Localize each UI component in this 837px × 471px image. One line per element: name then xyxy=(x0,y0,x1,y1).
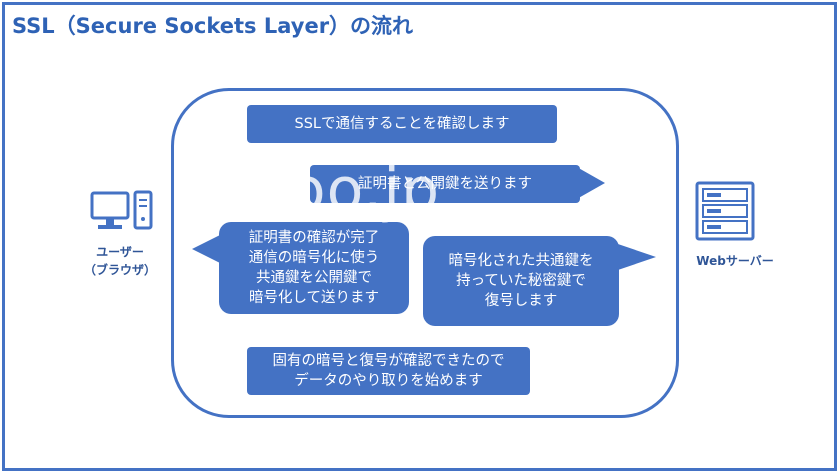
server-icon xyxy=(695,181,755,241)
step-4-pointer xyxy=(612,242,656,272)
server-label: Webサーバー xyxy=(696,254,774,268)
watermark: IT zoo.jp xyxy=(180,155,441,225)
computer-icon xyxy=(90,190,153,230)
step-2-pointer xyxy=(575,166,605,200)
user-label: ユーザー （ブラウザ） xyxy=(83,245,156,277)
step-3-pointer xyxy=(192,232,226,266)
page-title: SSL（Secure Sockets Layer）の流れ xyxy=(12,14,414,38)
step-2-box: 証明書と公開鍵を送ります xyxy=(310,165,580,203)
step-3-box: 証明書の確認が完了 通信の暗号化に使う 共通鍵を公開鍵で 暗号化して送ります xyxy=(219,222,409,314)
step-4-box: 暗号化された共通鍵を 持っていた秘密鍵で 復号します xyxy=(423,236,619,326)
step-1-box: SSLで通信することを確認します xyxy=(247,105,557,143)
step-5-box: 固有の暗号と復号が確認できたので データのやり取りを始めます xyxy=(247,347,530,395)
flow-ring xyxy=(171,88,679,418)
